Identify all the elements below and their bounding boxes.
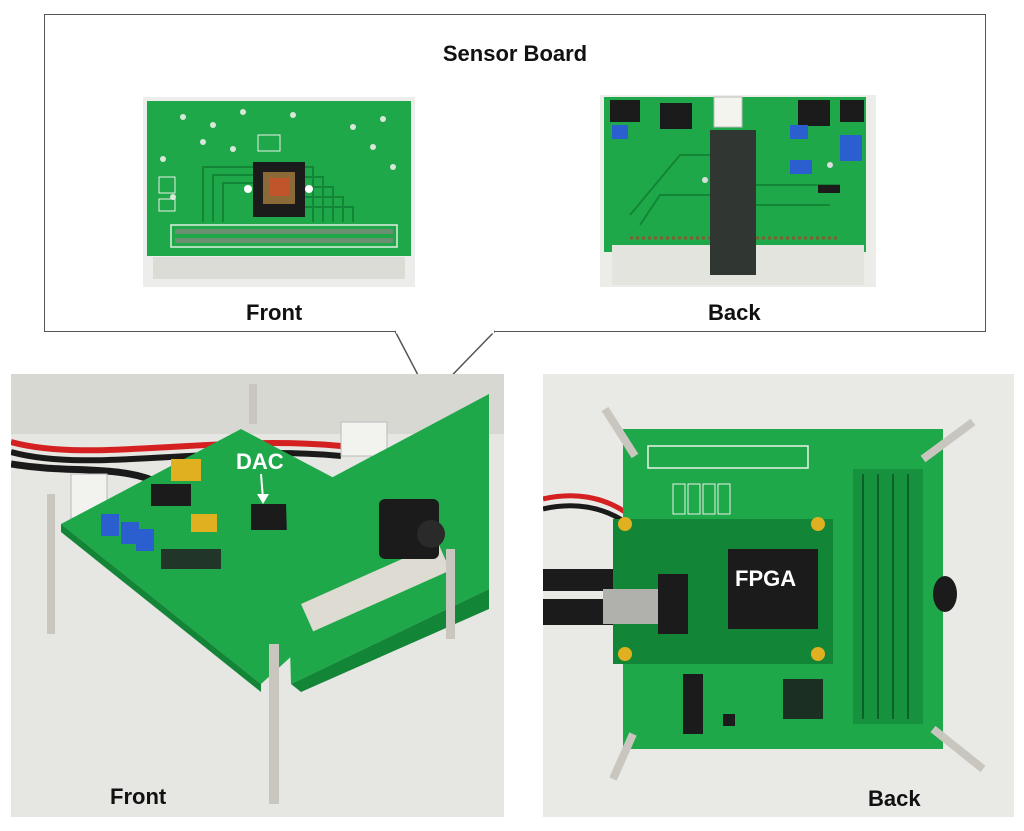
sensor-board-back-photo	[600, 95, 876, 287]
assembly-front-label: Front	[110, 784, 167, 809]
assembly-back-label: Back	[868, 786, 921, 811]
sensor-board-front-photo	[143, 97, 415, 287]
fpga-label: FPGA	[735, 566, 797, 591]
sensor-back-label: Back	[708, 300, 761, 325]
sensor-board-title: Sensor Board	[442, 41, 588, 66]
sensor-front-label: Front	[246, 300, 303, 325]
assembly-front-photo	[11, 374, 504, 817]
assembly-back-photo	[543, 374, 1014, 817]
dac-label: DAC	[236, 449, 284, 474]
